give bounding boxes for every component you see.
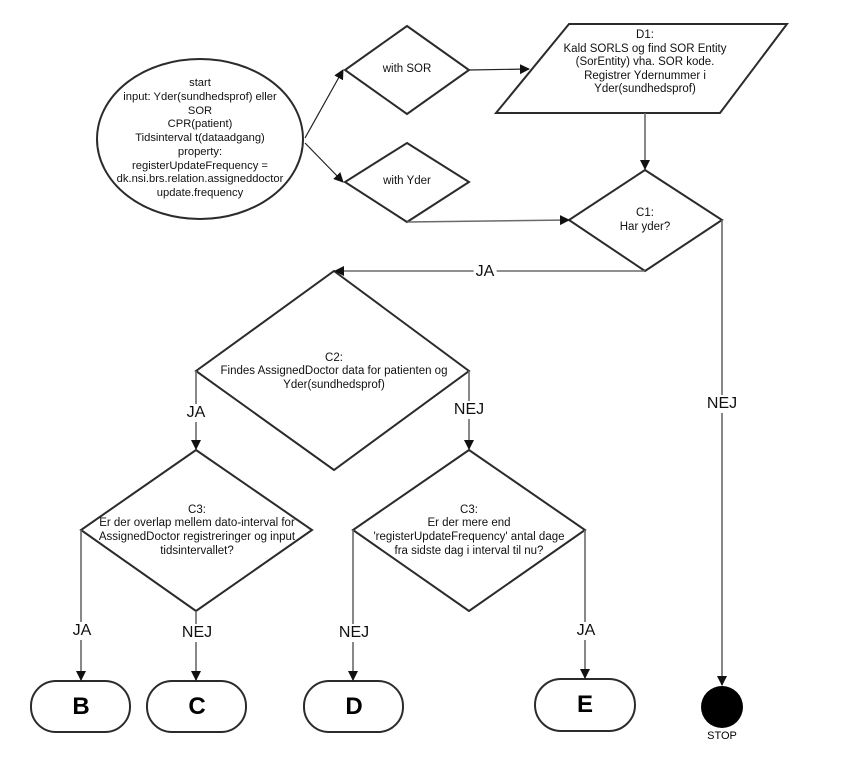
c3-left-line: tidsintervallet?	[160, 544, 234, 557]
terminal-c-shape	[146, 680, 247, 733]
start-line: update.frequency	[156, 186, 244, 199]
c3-left-line: C3:	[188, 503, 206, 516]
start-line: CPR(patient)	[167, 118, 233, 131]
c2-decision-shape	[194, 269, 471, 472]
start-node-shape	[96, 58, 304, 220]
c3-right-text: C3: Er der mere end 'registerUpdateFrequ…	[356, 502, 582, 560]
edge-with-yder-to-c1	[406, 215, 570, 226]
with-sor-label: with SOR	[382, 63, 432, 76]
edge-label-c2-nej: NEJ	[451, 401, 487, 419]
c1-line: Har yder?	[619, 221, 671, 233]
edge-with-sor-to-d1	[468, 64, 530, 75]
c3-right-line: Er der mere end	[427, 517, 511, 530]
terminal-c-label: C	[188, 693, 206, 720]
edge-start-to-with-yder	[304, 142, 344, 183]
edge-start-to-with-sor	[304, 69, 344, 139]
start-line: Tidsinterval t(dataadgang)	[135, 132, 265, 145]
d1-line: D1:	[636, 29, 654, 42]
edge-label-c3-right-ja: JA	[574, 622, 598, 640]
c3-right-decision-shape	[351, 448, 587, 613]
with-sor-text: with SOR	[360, 60, 454, 80]
c3-right-line: fra sidste dag i interval til nu?	[394, 544, 544, 557]
start-line: input: Yder(sundhedsprof) eller	[123, 91, 277, 104]
edge-label-c1-nej: NEJ	[704, 395, 740, 413]
c3-right-line: 'registerUpdateFrequency' antal dage	[373, 531, 565, 543]
terminal-e-shape	[534, 678, 636, 732]
edge-label-c1-ja: JA	[473, 263, 497, 281]
start-line: start	[189, 77, 211, 90]
c2-line: Findes AssignedDoctor data for patienten…	[220, 365, 448, 378]
c2-text: C2: Findes AssignedDoctor data for patie…	[204, 350, 464, 394]
d1-line: Registrer Ydernummer i	[584, 69, 706, 82]
edge-label-c2-ja: JA	[184, 404, 208, 422]
c1-line: C1:	[636, 207, 654, 220]
c3-left-line: AssignedDoctor registreringer og input	[98, 531, 296, 543]
terminal-b-shape	[30, 680, 131, 733]
start-line: dk.nsi.brs.relation.assigneddoctor	[116, 173, 284, 186]
terminal-d-shape	[303, 680, 404, 733]
with-yder-label: with Yder	[383, 175, 431, 188]
d1-line: Yder(sundhedsprof)	[594, 83, 696, 96]
d1-parallelogram-shape	[493, 23, 790, 114]
edge-label-c3-left-nej: NEJ	[179, 624, 215, 642]
terminal-e-label: E	[576, 691, 594, 718]
with-sor-decision-shape	[343, 24, 471, 116]
c3-right-line: C3:	[460, 503, 478, 516]
edge-label-c3-right-nej: NEJ	[336, 624, 372, 642]
start-node-text: start input: Yder(sundhedsprof) eller SO…	[98, 72, 302, 206]
c2-line: C2:	[325, 351, 343, 364]
start-line: registerUpdateFrequency =	[132, 159, 268, 172]
with-yder-text: with Yder	[360, 172, 454, 192]
terminal-b-label: B	[72, 693, 90, 720]
edge-label-c3-left-ja: JA	[70, 622, 94, 640]
terminal-d-label: D	[345, 693, 363, 720]
stop-label: STOP	[707, 730, 737, 742]
start-line: SOR	[187, 104, 213, 117]
c1-text: C1: Har yder?	[595, 206, 695, 236]
d1-line: (SorEntity) vha. SOR kode.	[575, 56, 715, 69]
stop-node-shape	[701, 686, 743, 728]
d1-text: D1: Kald SORLS og find SOR Entity (SorEn…	[540, 28, 750, 98]
c3-left-text: C3: Er der overlap mellem dato-interval …	[84, 502, 310, 560]
d1-line: Kald SORLS og find SOR Entity	[563, 42, 727, 55]
start-line: property:	[177, 145, 223, 158]
c2-line: Yder(sundhedsprof)	[283, 378, 385, 391]
c3-left-line: Er der overlap mellem dato-interval for	[99, 517, 295, 530]
